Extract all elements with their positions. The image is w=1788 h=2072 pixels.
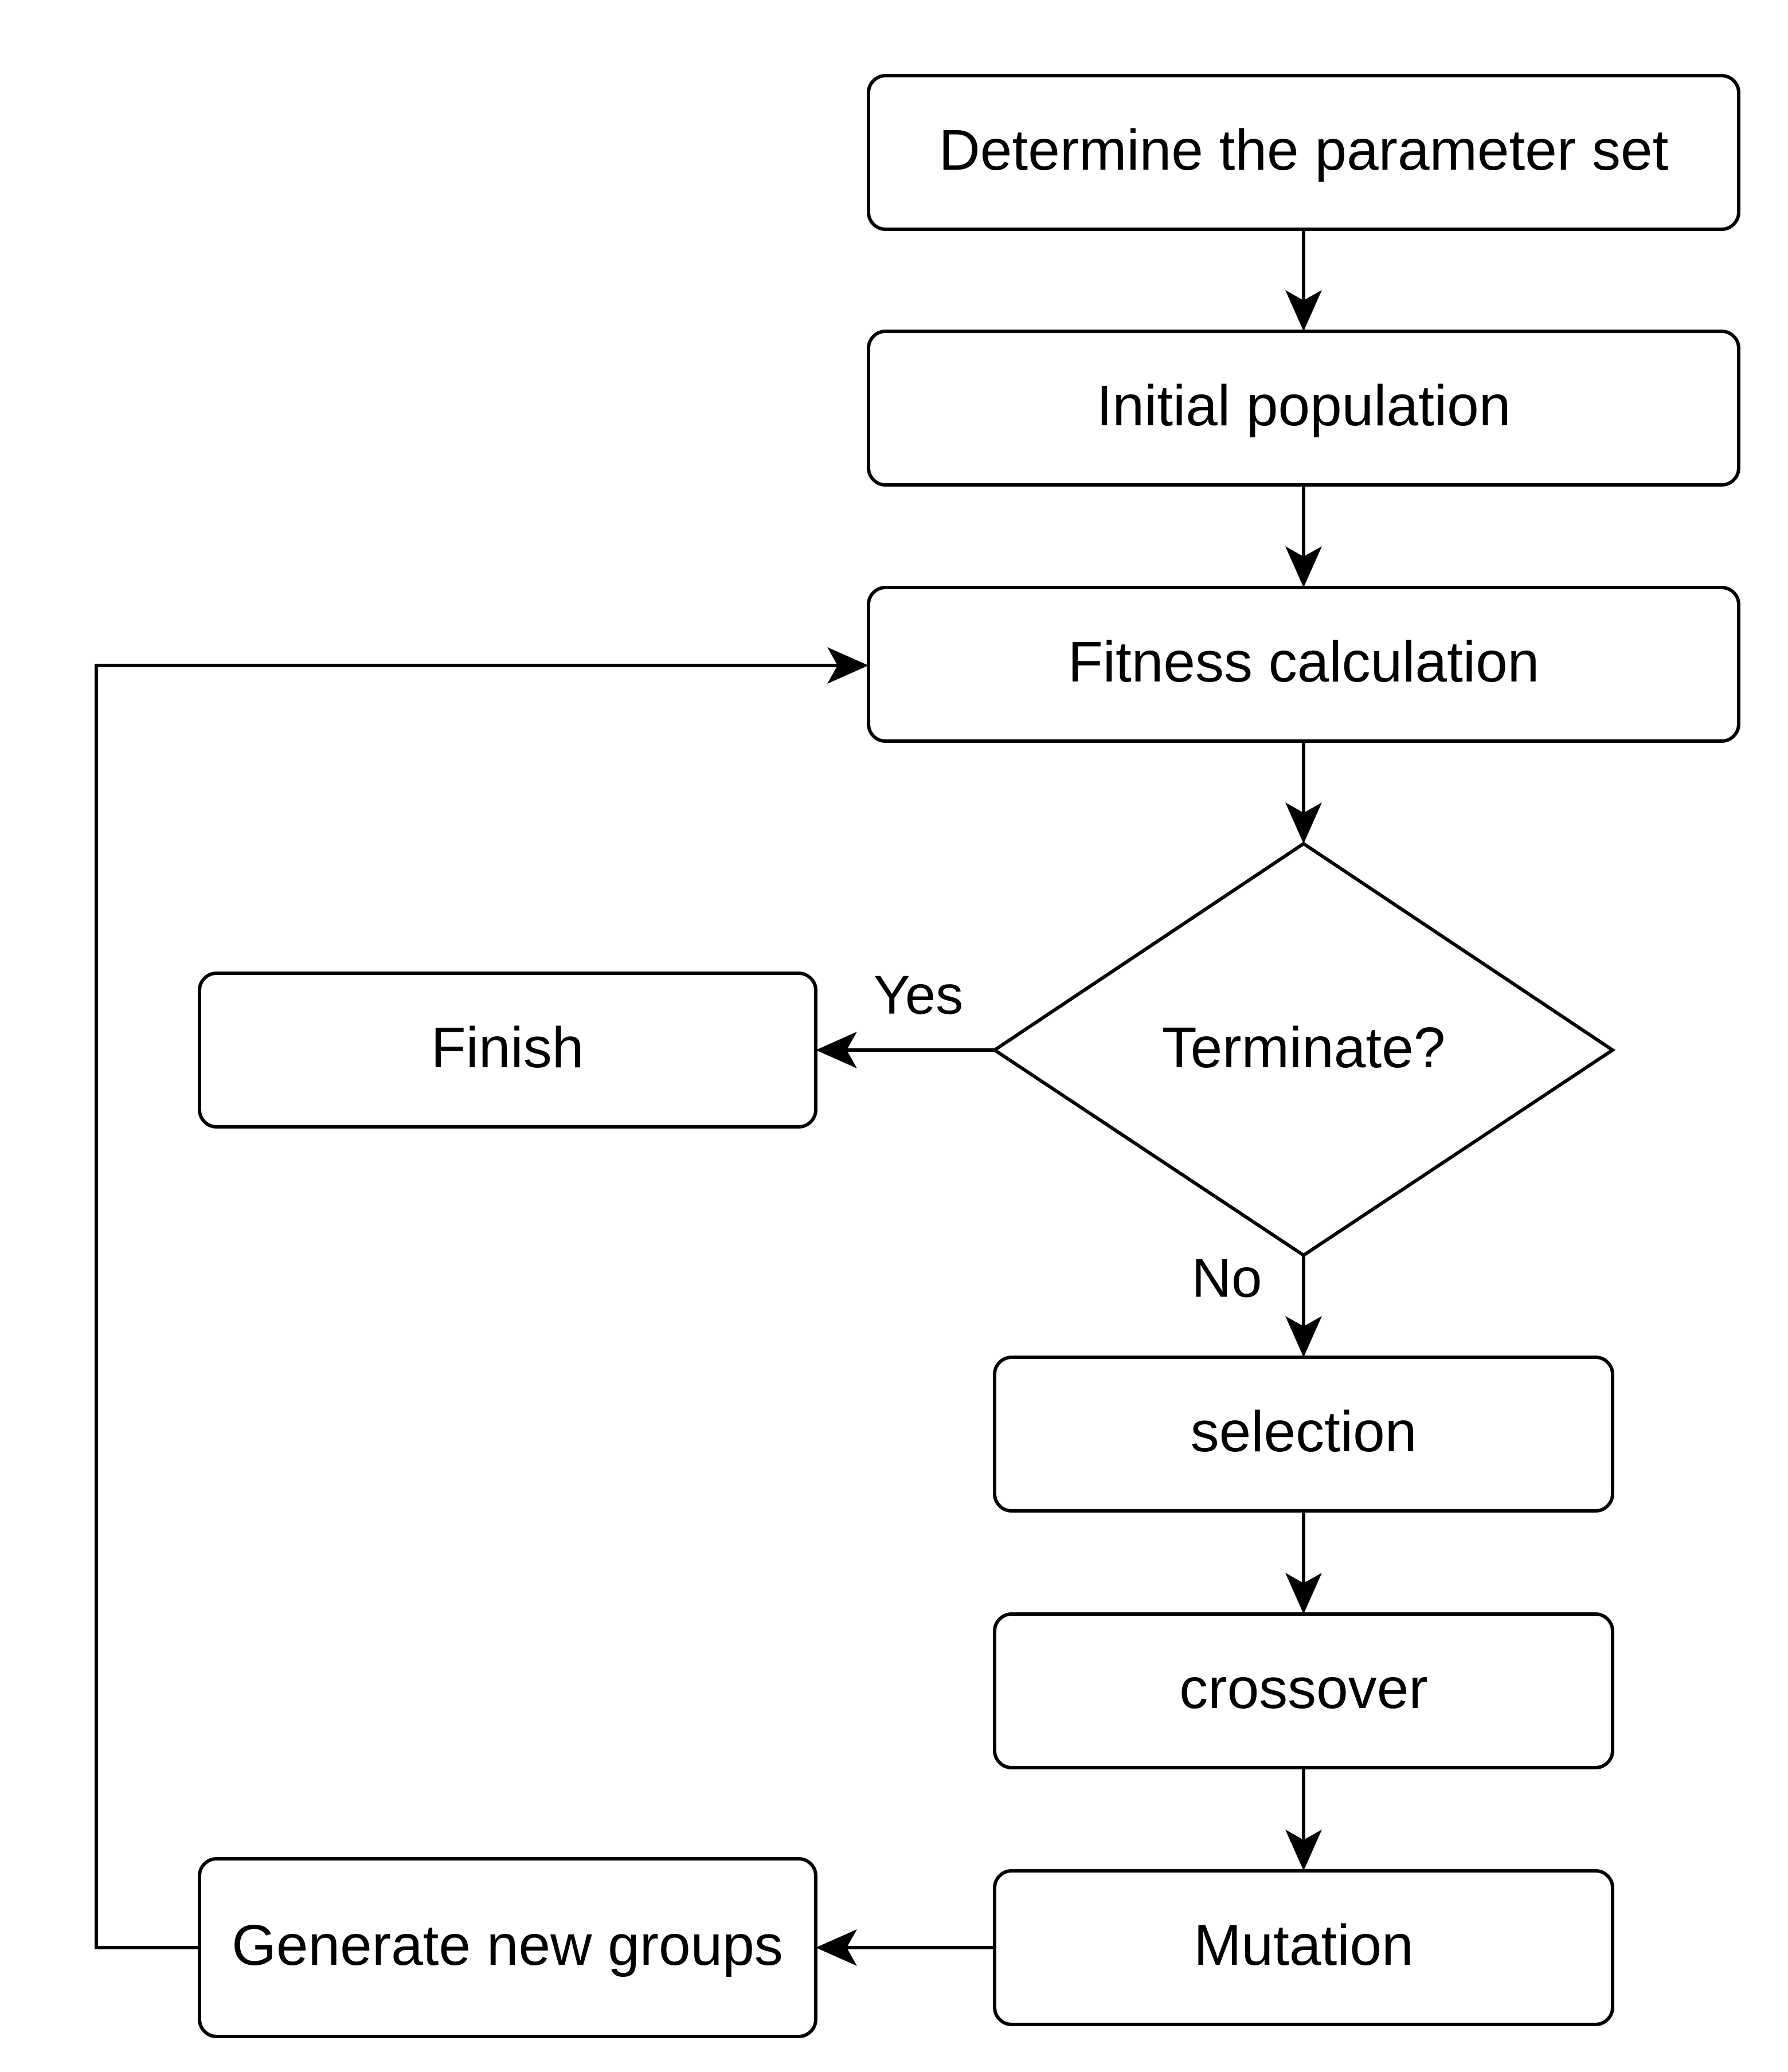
- arrowhead-right-icon: [827, 647, 868, 684]
- arrowhead-down-icon: [1285, 802, 1322, 844]
- node-determine-label: Determine the parameter set: [939, 118, 1669, 182]
- edge-determine-to-initial: [1285, 229, 1322, 331]
- edge-mutation-to-generate: [816, 1929, 995, 1966]
- node-generate-new-groups[interactable]: Generate new groups: [198, 1857, 817, 2038]
- arrowhead-left-icon: [816, 1032, 857, 1068]
- edge-label-no: No: [1192, 1248, 1262, 1309]
- node-mutation[interactable]: Mutation: [993, 1869, 1614, 2026]
- edge-initial-to-fitness: [1285, 485, 1322, 587]
- node-selection-label: selection: [1191, 1400, 1417, 1464]
- edge-generate-loop-to-fitness: [95, 647, 868, 1949]
- edge-terminate-yes-to-finish: Yes: [816, 965, 995, 1068]
- arrowhead-down-icon: [1285, 1830, 1322, 1871]
- edge-selection-to-crossover: [1285, 1511, 1322, 1614]
- node-generate-label: Generate new groups: [232, 1913, 783, 1977]
- node-finish[interactable]: Finish: [198, 972, 817, 1129]
- node-crossover-label: crossover: [1179, 1656, 1427, 1721]
- edge-fitness-to-terminate: [1285, 741, 1322, 844]
- node-mutation-label: Mutation: [1194, 1913, 1414, 1977]
- node-fitness-label: Fitness calculation: [1068, 630, 1540, 694]
- edge-loop-line: [95, 664, 850, 1949]
- decision-terminate[interactable]: Terminate?: [991, 841, 1616, 1258]
- arrowhead-left-icon: [816, 1929, 857, 1966]
- node-fitness-calculation[interactable]: Fitness calculation: [867, 586, 1740, 743]
- edge-crossover-to-mutation: [1285, 1768, 1322, 1871]
- node-determine-parameter-set[interactable]: Determine the parameter set: [867, 74, 1740, 231]
- node-selection[interactable]: selection: [993, 1356, 1614, 1513]
- decision-terminate-label: Terminate?: [1162, 1016, 1446, 1080]
- arrowhead-down-icon: [1285, 1316, 1322, 1357]
- node-initial-label: Initial population: [1097, 374, 1511, 438]
- arrowhead-down-icon: [1285, 290, 1322, 331]
- edge-terminate-no-to-selection: No: [1192, 1248, 1322, 1357]
- node-finish-label: Finish: [431, 1016, 584, 1080]
- arrowhead-down-icon: [1285, 546, 1322, 587]
- node-initial-population[interactable]: Initial population: [867, 330, 1740, 487]
- arrowhead-down-icon: [1285, 1573, 1322, 1614]
- node-crossover[interactable]: crossover: [993, 1612, 1614, 1769]
- edge-label-yes: Yes: [874, 965, 964, 1026]
